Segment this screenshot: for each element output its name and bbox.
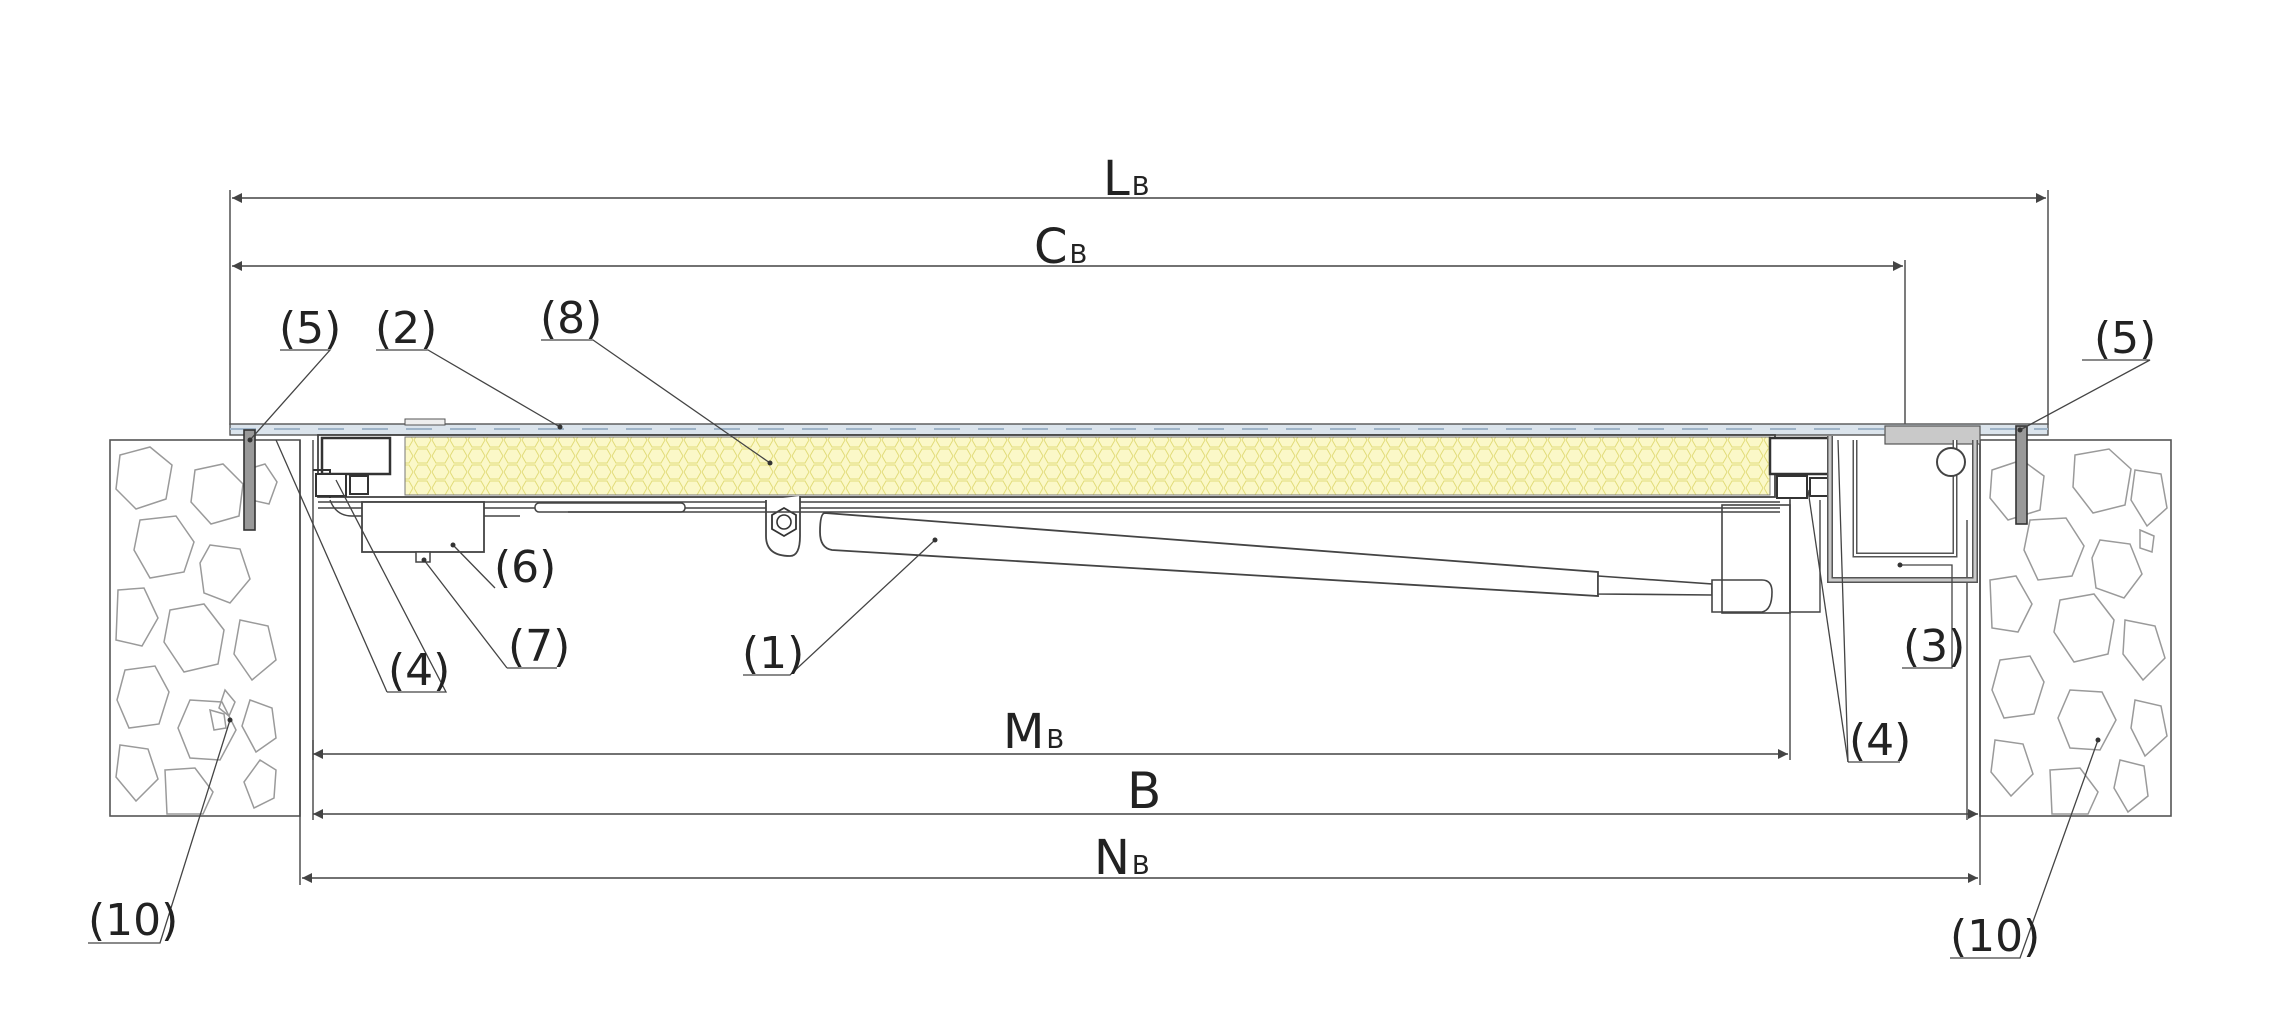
leader-4a-right [1837,439,1849,763]
label-part-8: (8) [540,293,602,344]
label-part-5-left: (5) [279,303,341,354]
anchor-right [2015,425,2028,525]
leader-7 [423,559,508,669]
frame-profile-left [313,469,520,517]
label-part-4-right: (4) [1849,715,1911,766]
wall-right [1979,439,2172,817]
lock-box [361,501,686,563]
leader-4b-right [1807,489,1849,763]
gas-strut [568,496,1791,614]
dim-label-cb: CB [1034,219,1087,275]
grating-plate [229,418,2049,436]
label-part-1: (1) [742,628,804,679]
label-part-7: (7) [508,621,570,672]
leader-lines [88,339,2151,959]
label-part-10-right: (10) [1950,911,2040,962]
dim-label-b: B [1127,762,1161,820]
frame-profile-right [1776,475,1829,613]
leader-5-right [2019,359,2151,431]
anchor-left [243,429,256,531]
label-part-2: (2) [375,303,437,354]
label-part-4-left: (4) [388,645,450,696]
leader-dots [227,424,2101,743]
leader-4a-left [335,479,448,693]
drainage-channel [1827,425,1981,583]
label-part-3: (3) [1903,621,1965,672]
dim-label-mb: MB [1003,704,1064,760]
wall-left [109,439,301,817]
label-part-10-left: (10) [88,895,178,946]
leader-1 [743,539,936,676]
leader-4b-left [275,439,388,693]
leader-10-right [1950,739,2099,959]
dimension-lines [232,193,2046,883]
label-part-6: (6) [494,542,556,593]
insulation-panel [317,434,1832,509]
leader-10-left [88,719,231,944]
dim-label-lb: LB [1103,151,1150,207]
leader-5-left [249,349,332,441]
leader-6 [452,544,496,589]
leader-8 [541,339,771,464]
leader-3 [1900,564,1953,669]
leader-2 [376,349,561,428]
label-part-5-right: (5) [2094,313,2156,364]
dim-label-nb: NB [1094,830,1150,886]
